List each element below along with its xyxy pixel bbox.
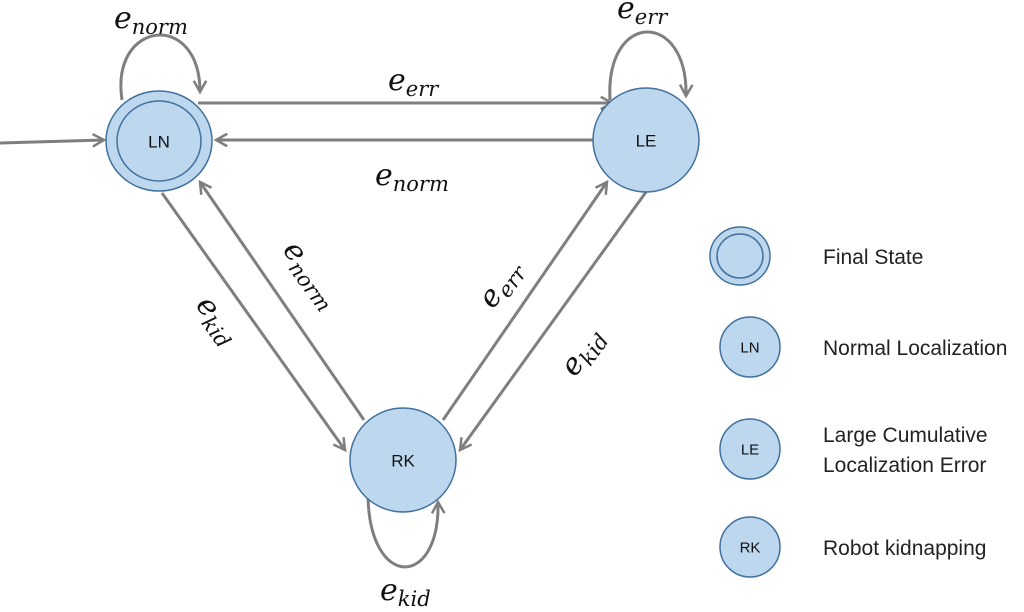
- legend-text: Final State: [823, 246, 923, 269]
- legend-text-line2: Localization Error: [823, 454, 986, 477]
- state-ln-label: LN: [148, 133, 170, 152]
- label-rk-self: ekid: [380, 573, 431, 611]
- state-ln: LN: [105, 90, 213, 192]
- legend-item-final-state: Final State: [709, 226, 923, 286]
- legend-symbol: LE: [741, 442, 759, 459]
- legend-item-ln: LN Normal Localization: [719, 316, 1007, 378]
- legend-text: Large Cumulative: [823, 424, 988, 447]
- self-loop-ln: [119, 33, 200, 101]
- self-loop-le: [608, 30, 686, 101]
- legend-symbol: LN: [740, 340, 759, 357]
- label-ln-self: enorm: [114, 1, 188, 39]
- state-rk: RK: [349, 407, 457, 513]
- legend: Final State LN Normal Localization LE La…: [709, 226, 1007, 578]
- state-le: LE: [592, 87, 700, 193]
- legend-text: Robot kidnapping: [823, 537, 986, 560]
- edge-rk-to-ln: [200, 182, 366, 421]
- state-le-label: LE: [636, 132, 657, 151]
- edge-ln-to-rk: [160, 192, 345, 450]
- label-ln-to-le: eerr: [388, 63, 440, 101]
- label-le-self: eerr: [617, 0, 669, 29]
- edge-rk-to-le: [441, 182, 607, 421]
- legend-symbol: RK: [740, 540, 761, 557]
- self-loop-rk: [366, 492, 438, 569]
- legend-text: Normal Localization: [823, 337, 1007, 360]
- label-rk-to-le: eerr: [471, 252, 532, 317]
- legend-item-le: LE Large Cumulative Localization Error: [719, 418, 988, 480]
- legend-item-rk: RK Robot kidnapping: [719, 516, 986, 578]
- label-le-to-rk: ekid: [553, 321, 614, 384]
- initial-arrow: [0, 140, 104, 143]
- edge-le-to-rk: [460, 191, 648, 450]
- state-rk-label: RK: [391, 452, 415, 471]
- label-le-to-ln: enorm: [375, 158, 449, 196]
